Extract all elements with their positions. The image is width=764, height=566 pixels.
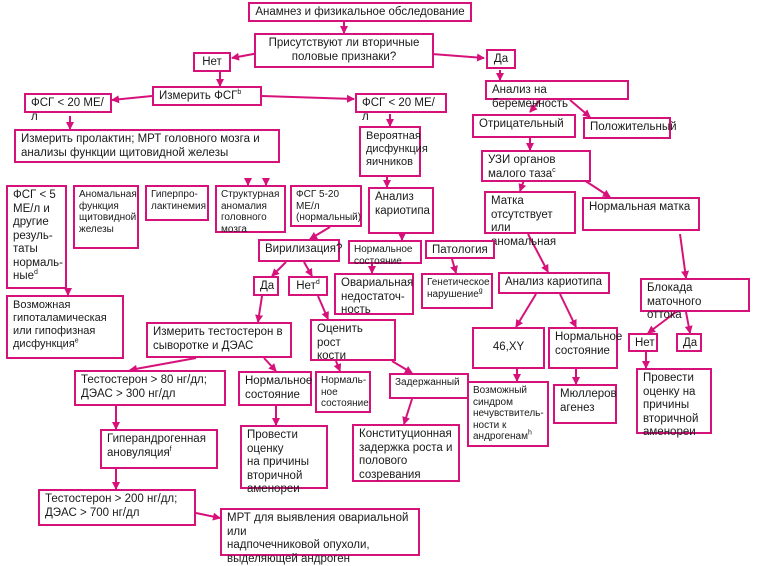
karyotype-analysis-right-node: Анализ кариотипа: [498, 272, 610, 294]
measure-testosterone-dheas-node: Измерить тестостерон в сыворотке и ДЭАС: [146, 322, 292, 358]
footnote-f: f: [169, 445, 172, 453]
prolactin-mri-thyroid-node: Измерить пролактин; МРТ головного мозга …: [14, 129, 280, 163]
outflow-yes-node: Да: [676, 333, 702, 352]
fsh-below-5-node: ФСГ < 5 МЕ/л и другие резуль- таты норма…: [6, 185, 67, 289]
virilization-yes-node: Да: [253, 276, 279, 296]
footnote-c: c: [552, 166, 556, 174]
structural-brain-anomaly-node: Структурная аномалия головного мозга: [215, 185, 286, 235]
karyotype-46xy-node: 46,XY: [472, 327, 545, 369]
footnote-d2: d: [315, 279, 320, 287]
answer-yes-node: Да: [486, 49, 516, 69]
uterus-absent-node: Матка отсутствует или аномальная: [484, 191, 576, 248]
footnote-b: b: [237, 89, 242, 97]
footnote-h: h: [528, 429, 532, 437]
outflow-obstruction-node: Блокада маточного оттока: [640, 278, 750, 321]
assess-bone-age-node: Оценить рост кости: [310, 319, 396, 362]
secondary-sex-characteristics-question: Присутствуют ли вторичные половые призна…: [254, 33, 434, 68]
virilization-no-node: Нетd: [288, 276, 328, 296]
karyotype-analysis-left-node: Анализ кариотипа: [368, 187, 434, 234]
abnormal-thyroid-node: Аномальная функция щитовидной железы: [73, 185, 139, 249]
pelvic-ultrasound-node: УЗИ органов малого тазаc: [481, 150, 591, 182]
bone-age-normal-node: Нормаль- ное состояние: [315, 371, 371, 413]
testosterone-200-node: Тестостерон > 200 нг/дл; ДЭАС > 700 нг/д…: [38, 489, 196, 526]
history-and-exam-node: Анамнез и физикальное обследование: [248, 2, 472, 22]
footnote-g: g: [478, 287, 483, 295]
pregnancy-test-node: Анализ на беременность: [485, 80, 629, 110]
mri-tumor-node: МРТ для выявления овариальной или надпоч…: [220, 508, 420, 565]
probable-ovarian-dysfunction-node: Вероятная дисфункция яичников: [359, 126, 428, 177]
testosterone-80-node: Тестостерон > 80 нг/дл; ДЭАС > 300 нг/дл: [74, 370, 226, 406]
fsh-normal-node: ФСГ 5-20 МЕ/л (нормальный): [290, 185, 362, 227]
fsh-low-left-node: ФСГ < 20 МЕ/л: [24, 93, 112, 123]
answer-no-node: Нет: [193, 52, 231, 72]
fsh-low-right-node: ФСГ < 20 МЕ/л: [355, 93, 447, 123]
virilization-question: Вирилизация?: [258, 239, 342, 262]
hyperprolactinemia-node: Гиперпро- лактинемия: [145, 185, 209, 221]
constitutional-delay-node: Конституционная задержка роста и половог…: [352, 424, 460, 482]
footnote-d: d: [34, 269, 38, 277]
mullerian-agenesis-node: Мюллеров агенез: [553, 384, 617, 424]
evaluate-secondary-amenorrhea-left-node: Провести оценку на причины вторичной аме…: [240, 425, 328, 495]
karyotype-normal-node: Нормальное состояние: [348, 240, 422, 267]
bone-age-delayed-node: Задержанный: [389, 373, 469, 399]
measure-fsh-node: Измерить ФСГb: [152, 86, 262, 106]
hormones-normal-node: Нормальное состояние: [238, 371, 312, 406]
karyotype-pathology-node: Патология: [425, 240, 495, 259]
evaluate-secondary-amenorrhea-right-node: Провести оценку на причины вторичной аме…: [636, 368, 712, 438]
negative-result-node: Отрицательный: [472, 114, 576, 138]
genetic-disorder-node: Генетическое нарушениеg: [421, 273, 493, 309]
hypothalamic-pituitary-dysfunction-node: Возможная гипоталамическая или гипофизна…: [6, 295, 124, 359]
androgen-insensitivity-node: Возможный синдром нечувствитель- ности к…: [467, 381, 549, 447]
normal-uterus-node: Нормальная матка: [582, 197, 700, 231]
outflow-no-node: Нет: [628, 333, 658, 352]
hyperandrogenic-anovulation-node: Гиперандрогенная ановуляцияf: [100, 429, 218, 469]
karyotype-right-normal-node: Нормальное состояние: [548, 327, 622, 369]
positive-result-node: Положительный: [583, 117, 677, 139]
footnote-e: e: [74, 337, 79, 345]
ovarian-insufficiency-node: Овариальная недостаточ- ность: [334, 273, 414, 316]
